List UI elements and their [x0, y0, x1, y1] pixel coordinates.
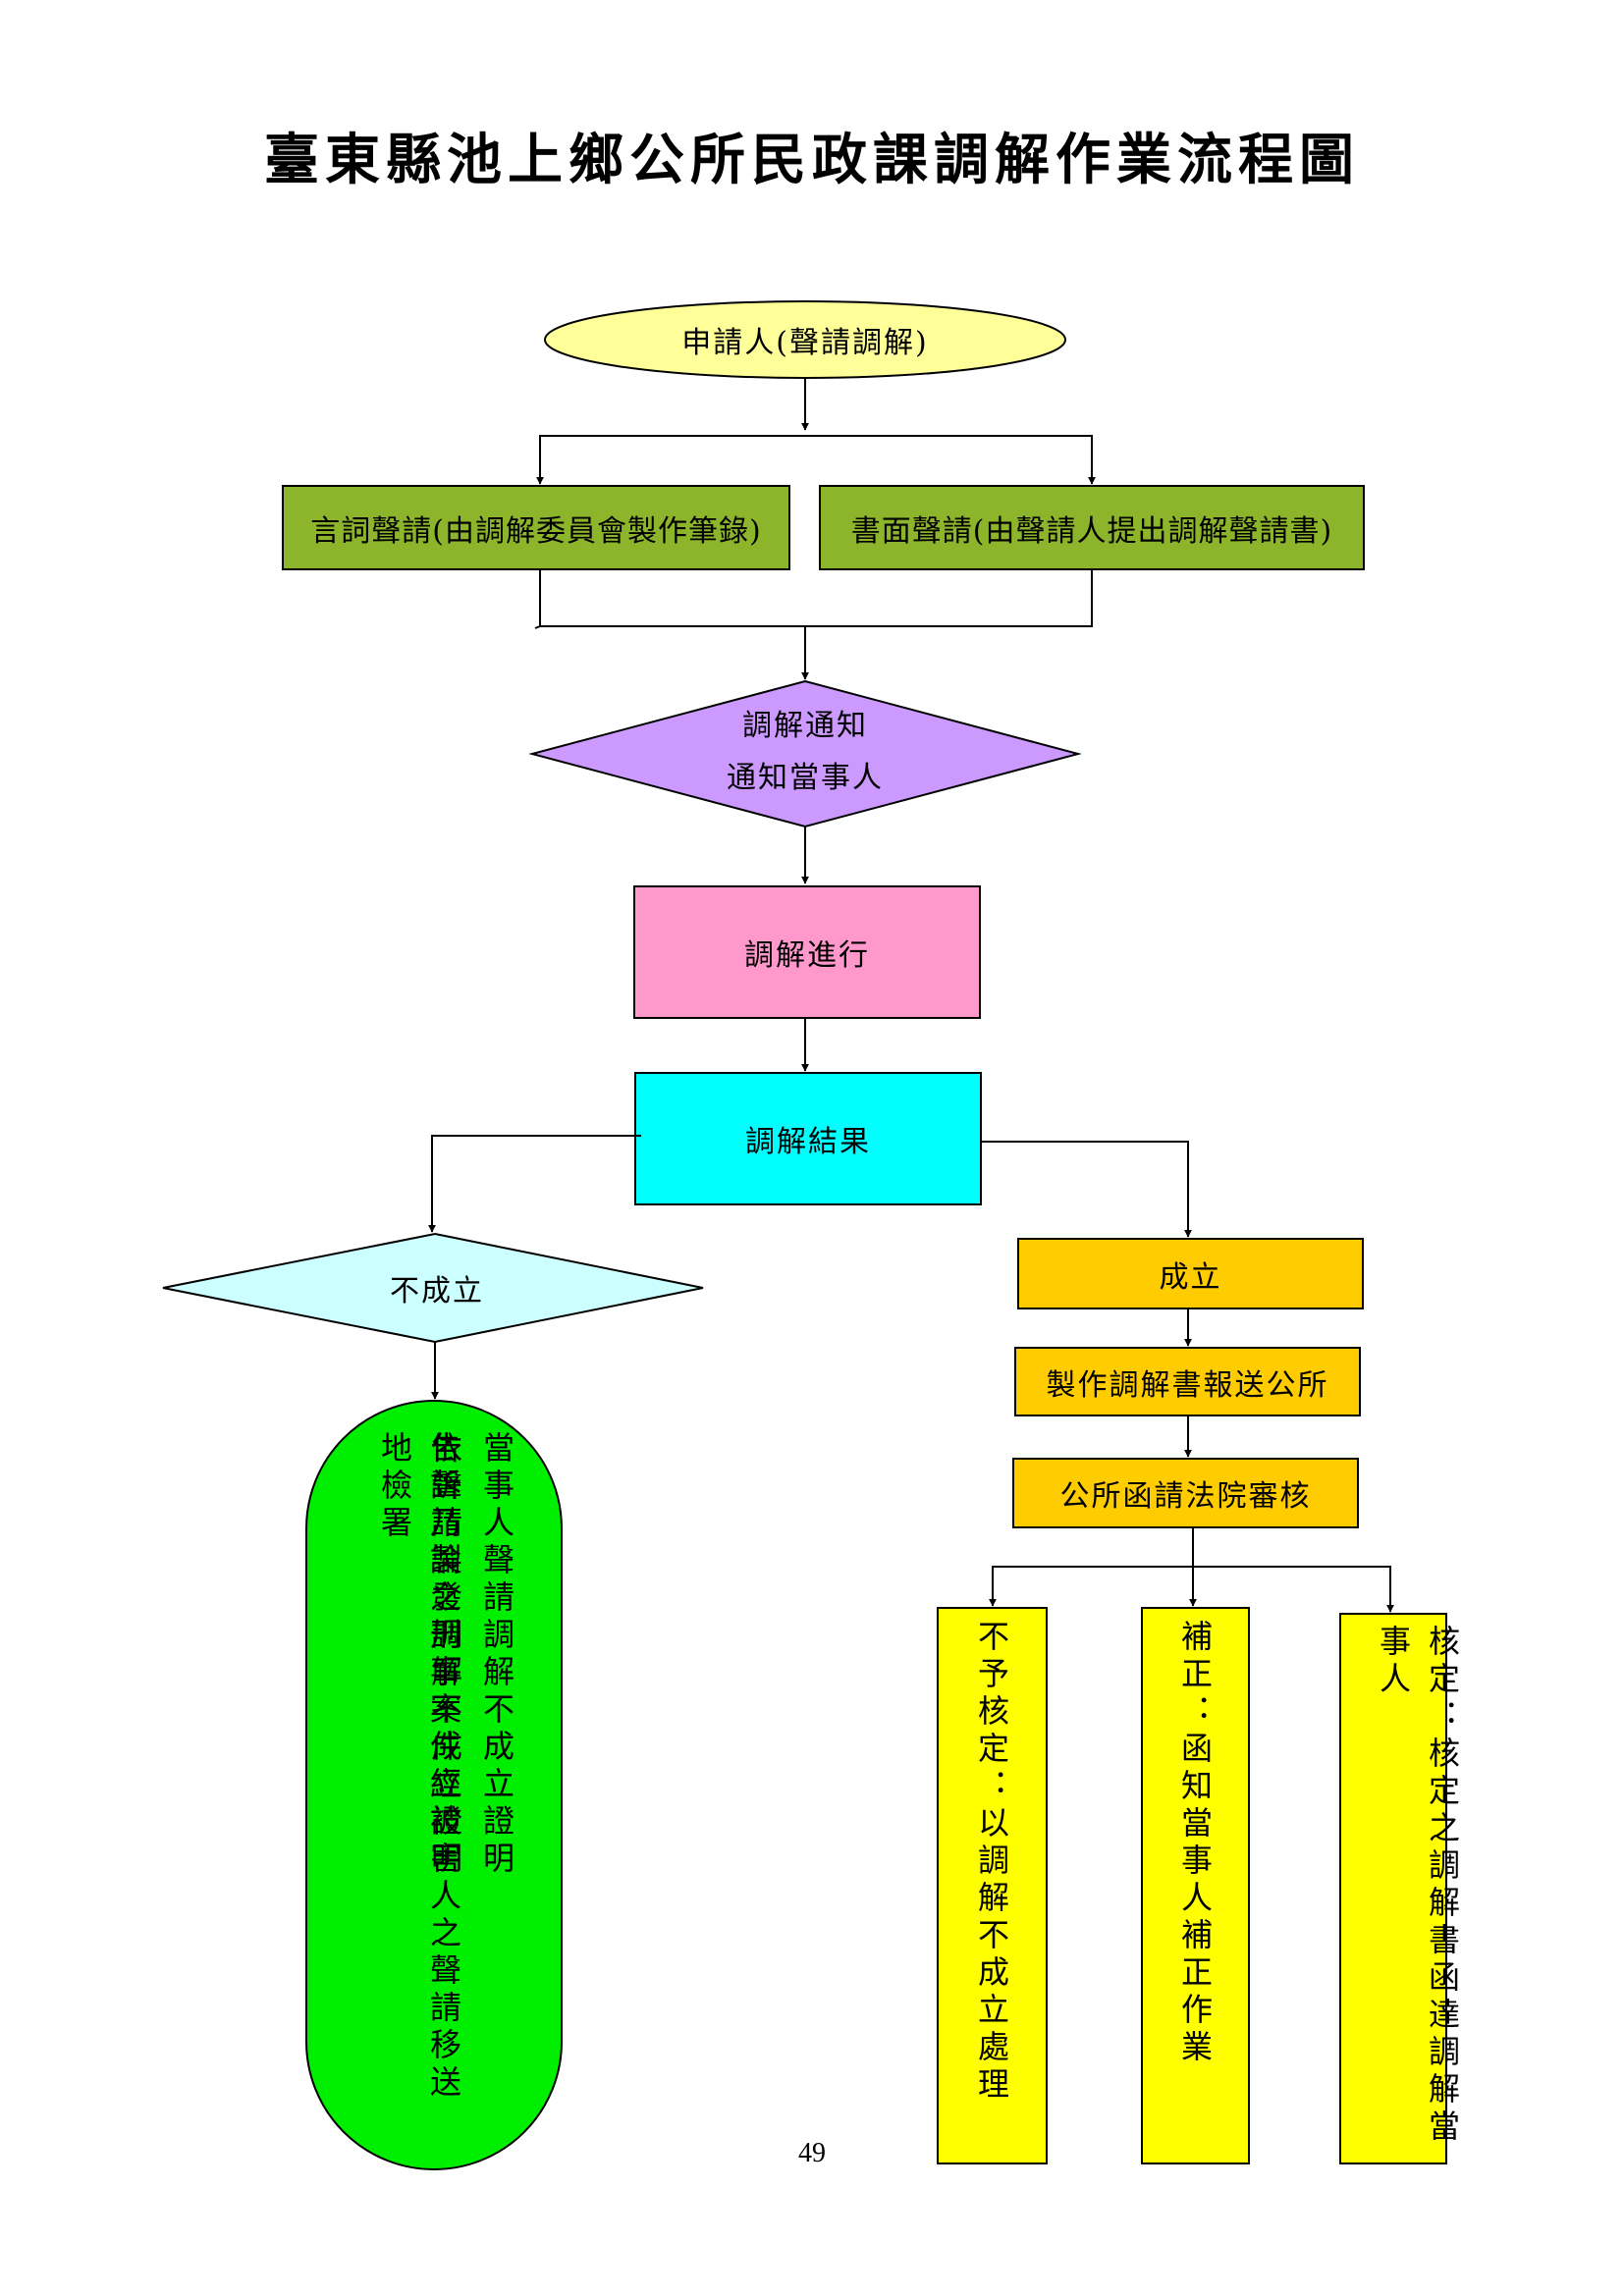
fail-outcome-capsule — [305, 1400, 563, 2170]
fail-outcome-col1: 當事人聲請調解不成立證明 — [478, 1431, 515, 1879]
page-number: 49 — [798, 2138, 826, 2168]
connector-split-top — [539, 435, 1093, 481]
apply-oral-label: 言詞聲請(由調解委員會製作筆錄) — [310, 513, 762, 549]
connector-merge — [539, 569, 1093, 627]
court-review-label: 公所函請法院審核 — [1059, 1479, 1312, 1514]
fail-outcome-col3: 告訴乃論之刑事案件經被害人之聲請移送地檢署 — [376, 1431, 462, 2103]
proceed-box — [633, 885, 981, 1019]
make-document-label: 製作調解書報送公所 — [1046, 1367, 1329, 1403]
start-label: 申請人(聲請調解) — [681, 326, 929, 360]
fail-label: 不成立 — [390, 1274, 484, 1308]
not-approved-box — [937, 1607, 1048, 2164]
correction-label: 補正：函知當事人補正作業 — [1176, 1620, 1214, 2067]
connector-to-fail — [428, 1135, 641, 1233]
page-title: 臺東縣池上鄉公所民政課調解作業流程圖 — [264, 128, 1360, 192]
fail-outcome-col2: 依聲請製發調解不成立證明 — [426, 1431, 463, 1879]
connector-merge-left-tail — [534, 625, 541, 629]
apply-oral-box — [282, 485, 790, 570]
make-document-box — [1014, 1347, 1361, 1416]
proceed-label: 調解進行 — [744, 938, 870, 973]
court-review-box — [1012, 1458, 1359, 1528]
result-label: 調解結果 — [745, 1125, 871, 1159]
correction-box — [1141, 1607, 1250, 2164]
connector-to-success — [981, 1141, 1192, 1238]
success-label: 成立 — [1159, 1259, 1222, 1295]
success-box — [1017, 1238, 1364, 1309]
result-box — [634, 1072, 982, 1205]
approved-label: 核定：核定之調解書函達調解當事人 — [1375, 1625, 1461, 2147]
notice-label-line1: 調解通知 — [742, 709, 868, 743]
apply-written-label: 書面聲請(由聲請人提出調解聲請書) — [850, 513, 1333, 549]
apply-written-box — [819, 485, 1365, 570]
connector-outcome-split — [992, 1566, 1391, 1610]
not-approved-label: 不予核定：以調解不成立處理 — [973, 1620, 1010, 2105]
notice-label-line2: 通知當事人 — [727, 761, 884, 795]
approved-box — [1339, 1613, 1447, 2164]
